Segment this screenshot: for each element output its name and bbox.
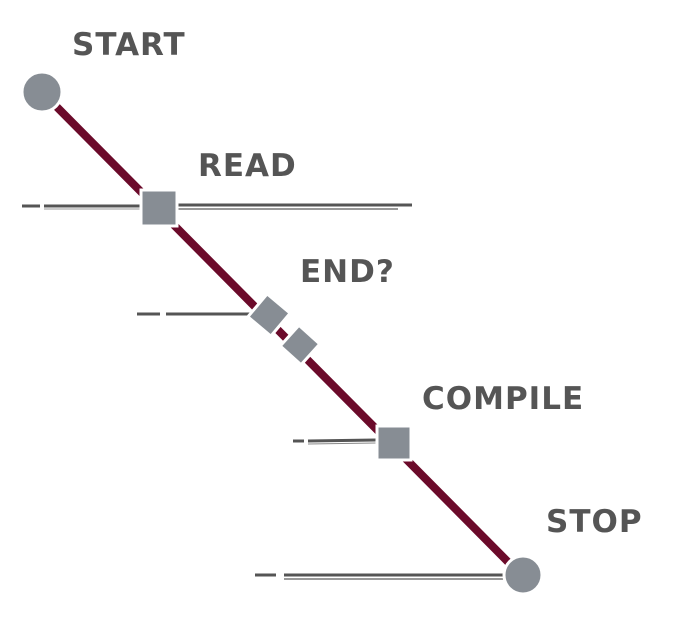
main-flow-line bbox=[38, 88, 524, 578]
node-compile[interactable]: COMPILE bbox=[375, 381, 584, 462]
node-stop[interactable]: STOP bbox=[502, 504, 643, 596]
start-circle-node[interactable] bbox=[20, 70, 64, 114]
end-decision-node-lower[interactable] bbox=[278, 323, 322, 367]
compile-label: COMPILE bbox=[422, 381, 584, 417]
node-end[interactable]: END? bbox=[245, 254, 395, 367]
node-read[interactable]: READ bbox=[139, 148, 297, 228]
stop-label: STOP bbox=[546, 504, 643, 540]
end-decision-node-upper[interactable] bbox=[245, 291, 293, 339]
read-label: READ bbox=[198, 148, 297, 184]
compile-branch-line bbox=[293, 438, 377, 445]
branch-lines bbox=[22, 203, 510, 580]
stop-circle-node[interactable] bbox=[502, 554, 544, 596]
stop-branch-line bbox=[255, 573, 510, 580]
compile-square-node[interactable] bbox=[375, 424, 413, 462]
read-square-node[interactable] bbox=[139, 188, 179, 228]
read-branch-line bbox=[22, 203, 412, 210]
start-label: START bbox=[72, 27, 186, 63]
node-start[interactable]: START bbox=[20, 27, 186, 114]
end-label: END? bbox=[300, 254, 395, 290]
